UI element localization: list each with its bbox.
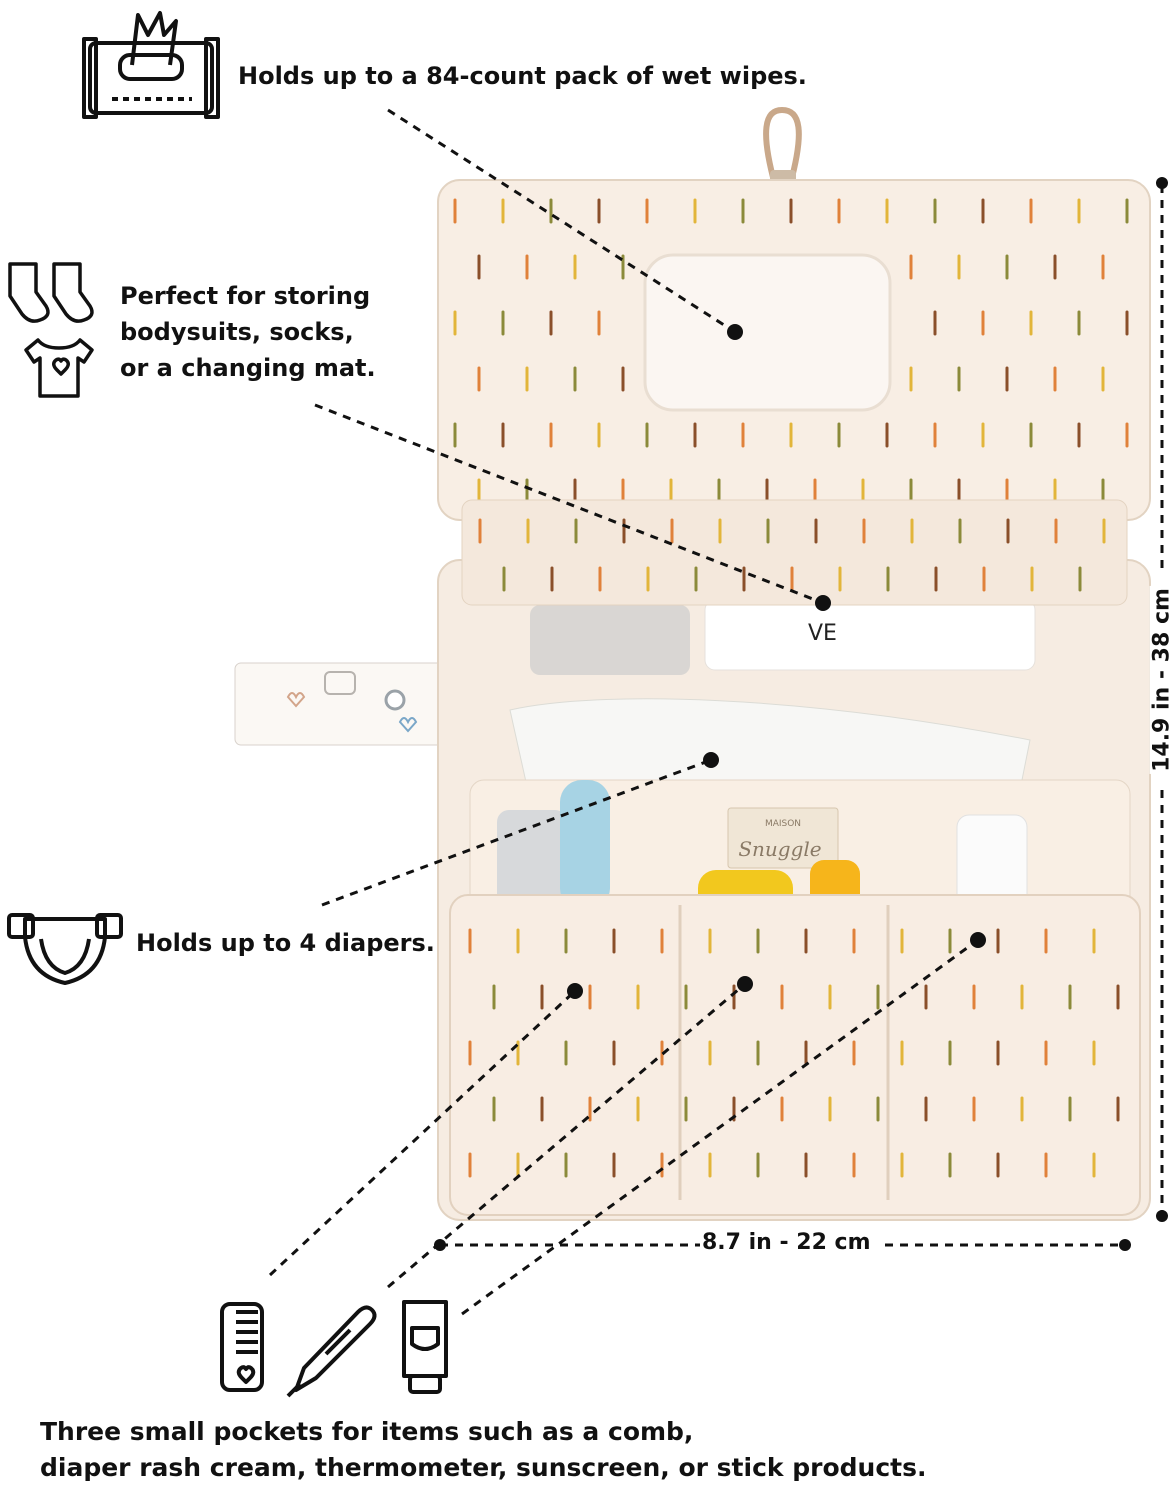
width-dimension: 8.7 in - 22 cm	[700, 1230, 873, 1255]
cream-tube-icon	[402, 1300, 448, 1394]
bodysuits-label-line2: bodysuits, socks,	[120, 318, 354, 346]
hanging-loop	[763, 106, 802, 186]
height-dimension: 14.9 in - 38 cm	[1149, 586, 1174, 774]
organizer-body: VE MAISON Snuggle	[437, 559, 1151, 1221]
bodysuits-label: Perfect for storing bodysuits, socks, or…	[120, 278, 376, 386]
callout-dots	[434, 177, 1168, 1251]
bodysuit-print: VE	[808, 621, 837, 646]
small-pockets-label: Three small pockets for items such as a …	[40, 1414, 926, 1486]
socks-icon	[8, 262, 94, 398]
comb-icon	[220, 1302, 264, 1392]
diaper-icon	[7, 913, 123, 985]
thermometer-icon	[286, 1305, 377, 1398]
wet-wipes-icon	[82, 11, 220, 119]
small-pockets-label-line1: Three small pockets for items such as a …	[40, 1417, 694, 1446]
wipes-flap	[437, 179, 1151, 606]
small-pockets-label-line2: diaper rash cream, thermometer, sunscree…	[40, 1453, 927, 1482]
brand-script: Snuggle	[738, 837, 821, 861]
leader-lines	[268, 108, 1164, 1316]
diapers-capacity-label: Holds up to 4 diapers.	[136, 929, 435, 957]
bodysuits-label-line3: or a changing mat.	[120, 354, 376, 382]
brand-small: MAISON	[765, 819, 801, 829]
wipes-dispenser-lid	[643, 253, 892, 412]
bodysuits-label-line1: Perfect for storing	[120, 282, 371, 310]
wipes-capacity-label: Holds up to a 84-count pack of wet wipes…	[238, 62, 807, 90]
